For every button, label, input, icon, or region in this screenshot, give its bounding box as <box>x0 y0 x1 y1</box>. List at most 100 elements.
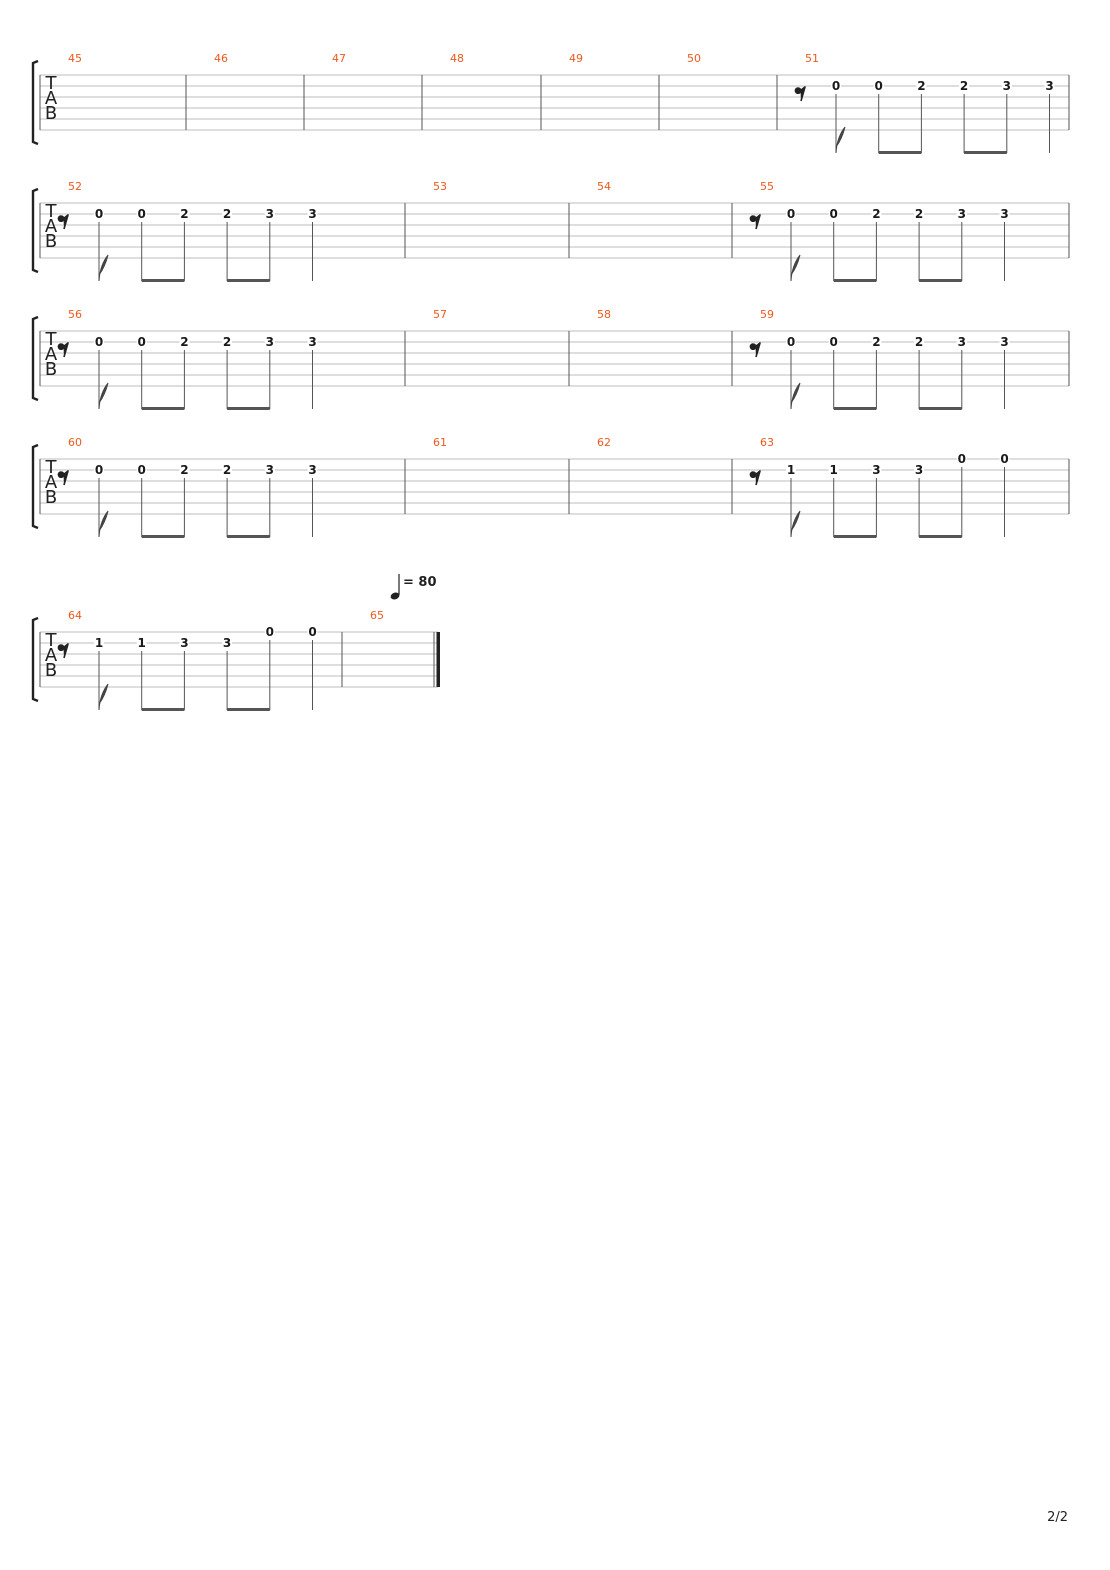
fret-number: 3 <box>958 207 966 221</box>
measure-number: 53 <box>433 180 447 193</box>
fret-number: 3 <box>308 463 316 477</box>
fret-backing <box>179 336 190 348</box>
fret-number: 2 <box>223 207 231 221</box>
fret-backing <box>264 626 275 638</box>
eighth-flag-icon <box>790 254 801 282</box>
fret-number: 2 <box>180 207 188 221</box>
fret-backing <box>999 453 1010 465</box>
measure-number: 63 <box>760 436 774 449</box>
fret-backing <box>786 464 796 476</box>
fret-number: 3 <box>1000 335 1008 349</box>
fret-backing <box>179 464 190 476</box>
fret-backing <box>136 464 147 476</box>
tab-clef-letter: B <box>45 231 57 252</box>
tab-clef-letter: A <box>45 344 58 365</box>
note-beam <box>919 279 962 282</box>
fret-number: 2 <box>223 335 231 349</box>
eighth-rest-icon <box>749 470 761 486</box>
fret-backing <box>914 208 925 220</box>
fret-number: 0 <box>138 463 146 477</box>
fret-number: 1 <box>787 463 795 477</box>
fret-number: 3 <box>872 463 880 477</box>
fret-backing <box>179 637 190 649</box>
fret-backing <box>94 637 104 649</box>
fret-backing <box>307 336 318 348</box>
tab-clef-letter: A <box>45 88 58 109</box>
note-beam <box>141 279 185 282</box>
fret-backing <box>94 464 104 476</box>
fret-backing <box>307 464 318 476</box>
fret-number: 1 <box>138 636 146 650</box>
measure-number: 47 <box>332 52 346 65</box>
fret-number: 3 <box>266 463 274 477</box>
fret-backing <box>828 464 839 476</box>
tab-clef-letter: B <box>45 359 57 380</box>
fret-backing <box>222 208 233 220</box>
note-beam <box>919 535 962 538</box>
tab-clef-letter: A <box>45 216 58 237</box>
tempo-marking: = 80 <box>403 575 437 590</box>
note-beam <box>919 407 962 410</box>
tab-clef-letter: T <box>45 201 58 222</box>
measure-number: 57 <box>433 308 447 321</box>
fret-number: 0 <box>830 335 838 349</box>
eighth-rest-icon <box>749 342 761 358</box>
measure-number: 49 <box>569 52 583 65</box>
eighth-flag-icon <box>790 510 801 538</box>
tab-clef-letter: T <box>45 73 58 94</box>
note-beam <box>227 535 270 538</box>
measure-number: 64 <box>68 609 82 622</box>
tab-clef-letter: T <box>45 329 58 350</box>
eighth-rest-icon <box>749 214 761 230</box>
fret-number: 0 <box>787 207 795 221</box>
note-beam <box>878 151 922 154</box>
measure-number: 59 <box>760 308 774 321</box>
note-beam <box>227 407 270 410</box>
fret-number: 0 <box>95 207 103 221</box>
fret-number: 3 <box>223 636 231 650</box>
system-bracket <box>31 59 39 146</box>
fret-number: 0 <box>266 625 274 639</box>
fret-number: 2 <box>917 79 925 93</box>
eighth-flag-icon <box>98 382 109 410</box>
fret-number: 2 <box>872 335 880 349</box>
eighth-rest-icon <box>794 86 806 102</box>
measure-number: 62 <box>597 436 611 449</box>
tab-clef-letter: A <box>45 472 58 493</box>
fret-backing <box>959 80 970 92</box>
fret-backing <box>136 637 147 649</box>
system-bracket <box>31 315 39 402</box>
eighth-rest-icon <box>57 470 69 486</box>
fret-number: 0 <box>958 452 966 466</box>
measure-number: 65 <box>370 609 384 622</box>
fret-number: 3 <box>1045 79 1053 93</box>
note-beam <box>833 279 877 282</box>
fret-backing <box>136 336 147 348</box>
fret-backing <box>999 208 1010 220</box>
system-bracket <box>31 443 39 530</box>
fret-backing <box>914 336 925 348</box>
fret-number: 3 <box>1003 79 1011 93</box>
fret-number: 0 <box>787 335 795 349</box>
system-bracket <box>31 187 39 274</box>
measure-number: 51 <box>805 52 819 65</box>
fret-backing <box>828 336 839 348</box>
fret-number: 1 <box>830 463 838 477</box>
fret-number: 2 <box>223 463 231 477</box>
fret-number: 0 <box>95 335 103 349</box>
note-beam <box>141 407 185 410</box>
fret-number: 0 <box>832 79 840 93</box>
fret-backing <box>831 80 841 92</box>
fret-number: 2 <box>180 463 188 477</box>
measure-number: 48 <box>450 52 464 65</box>
system-bracket <box>31 616 39 703</box>
tab-clef-letter: B <box>45 660 57 681</box>
fret-backing <box>916 80 927 92</box>
fret-backing <box>94 208 104 220</box>
note-beam <box>833 535 877 538</box>
measure-number: 56 <box>68 308 82 321</box>
fret-backing <box>873 80 884 92</box>
